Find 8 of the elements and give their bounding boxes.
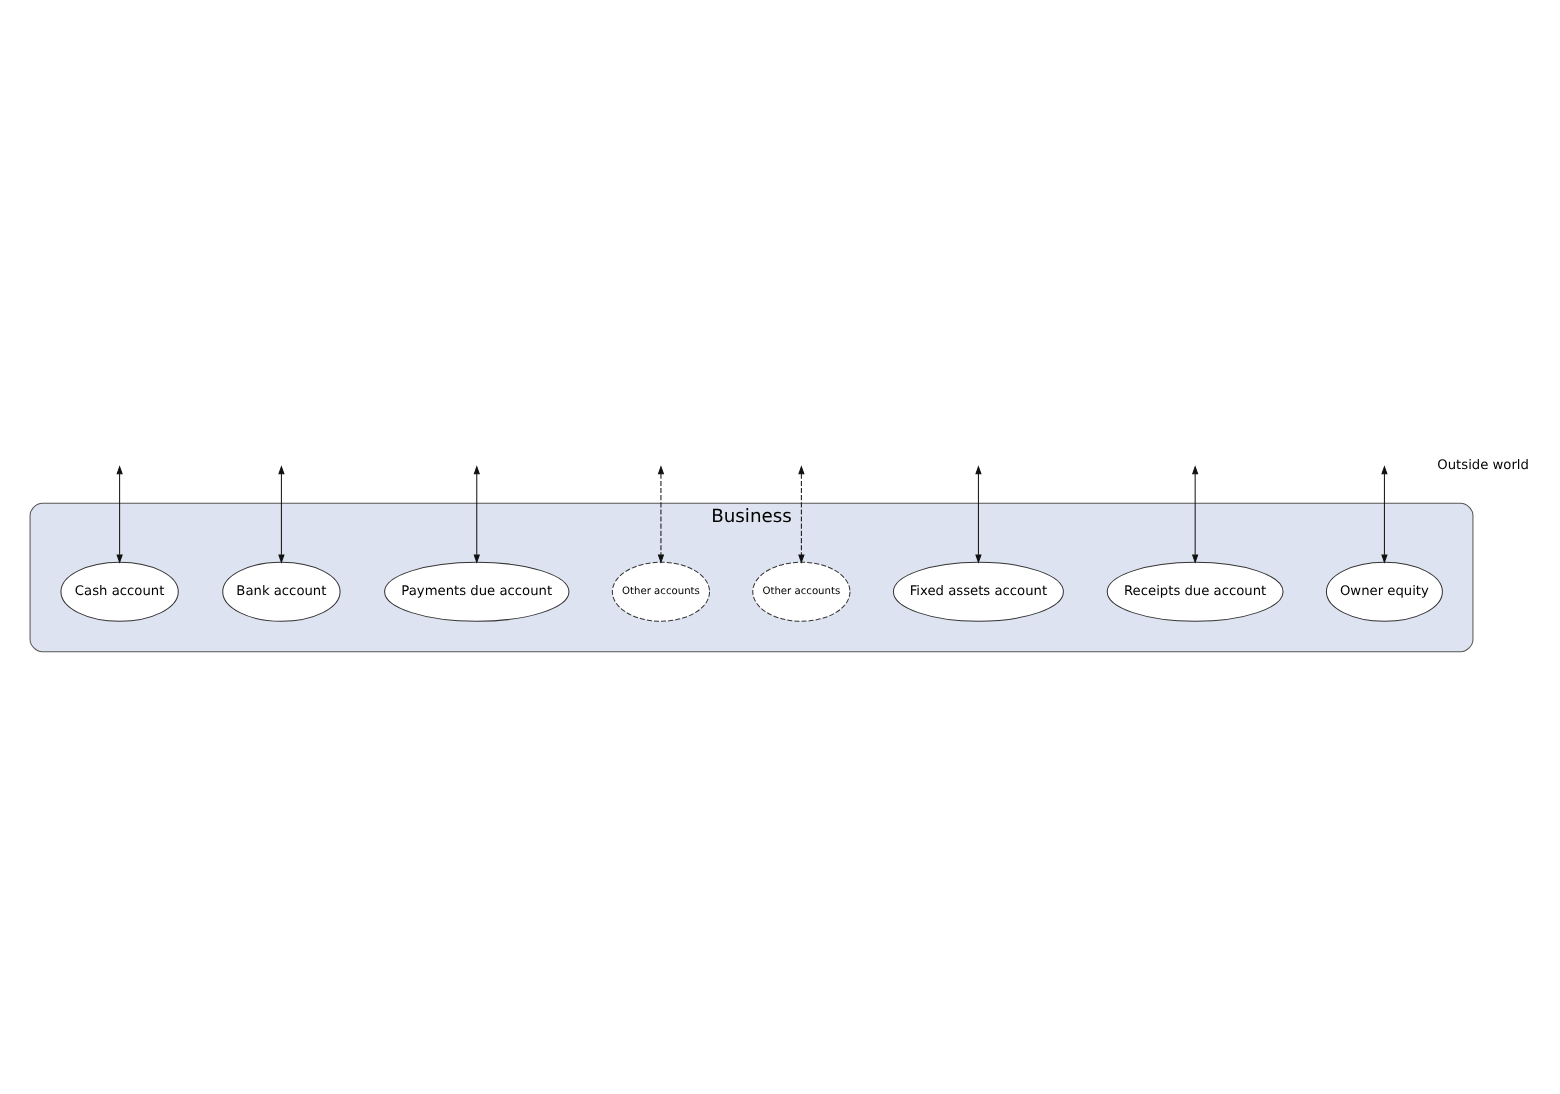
arrow	[975, 464, 982, 563]
arrow	[1381, 464, 1388, 563]
arrow	[278, 464, 285, 563]
arrow	[798, 464, 805, 563]
arrow	[657, 464, 665, 563]
arrow	[1191, 464, 1199, 563]
arrow	[473, 464, 480, 563]
arrow	[116, 464, 123, 563]
